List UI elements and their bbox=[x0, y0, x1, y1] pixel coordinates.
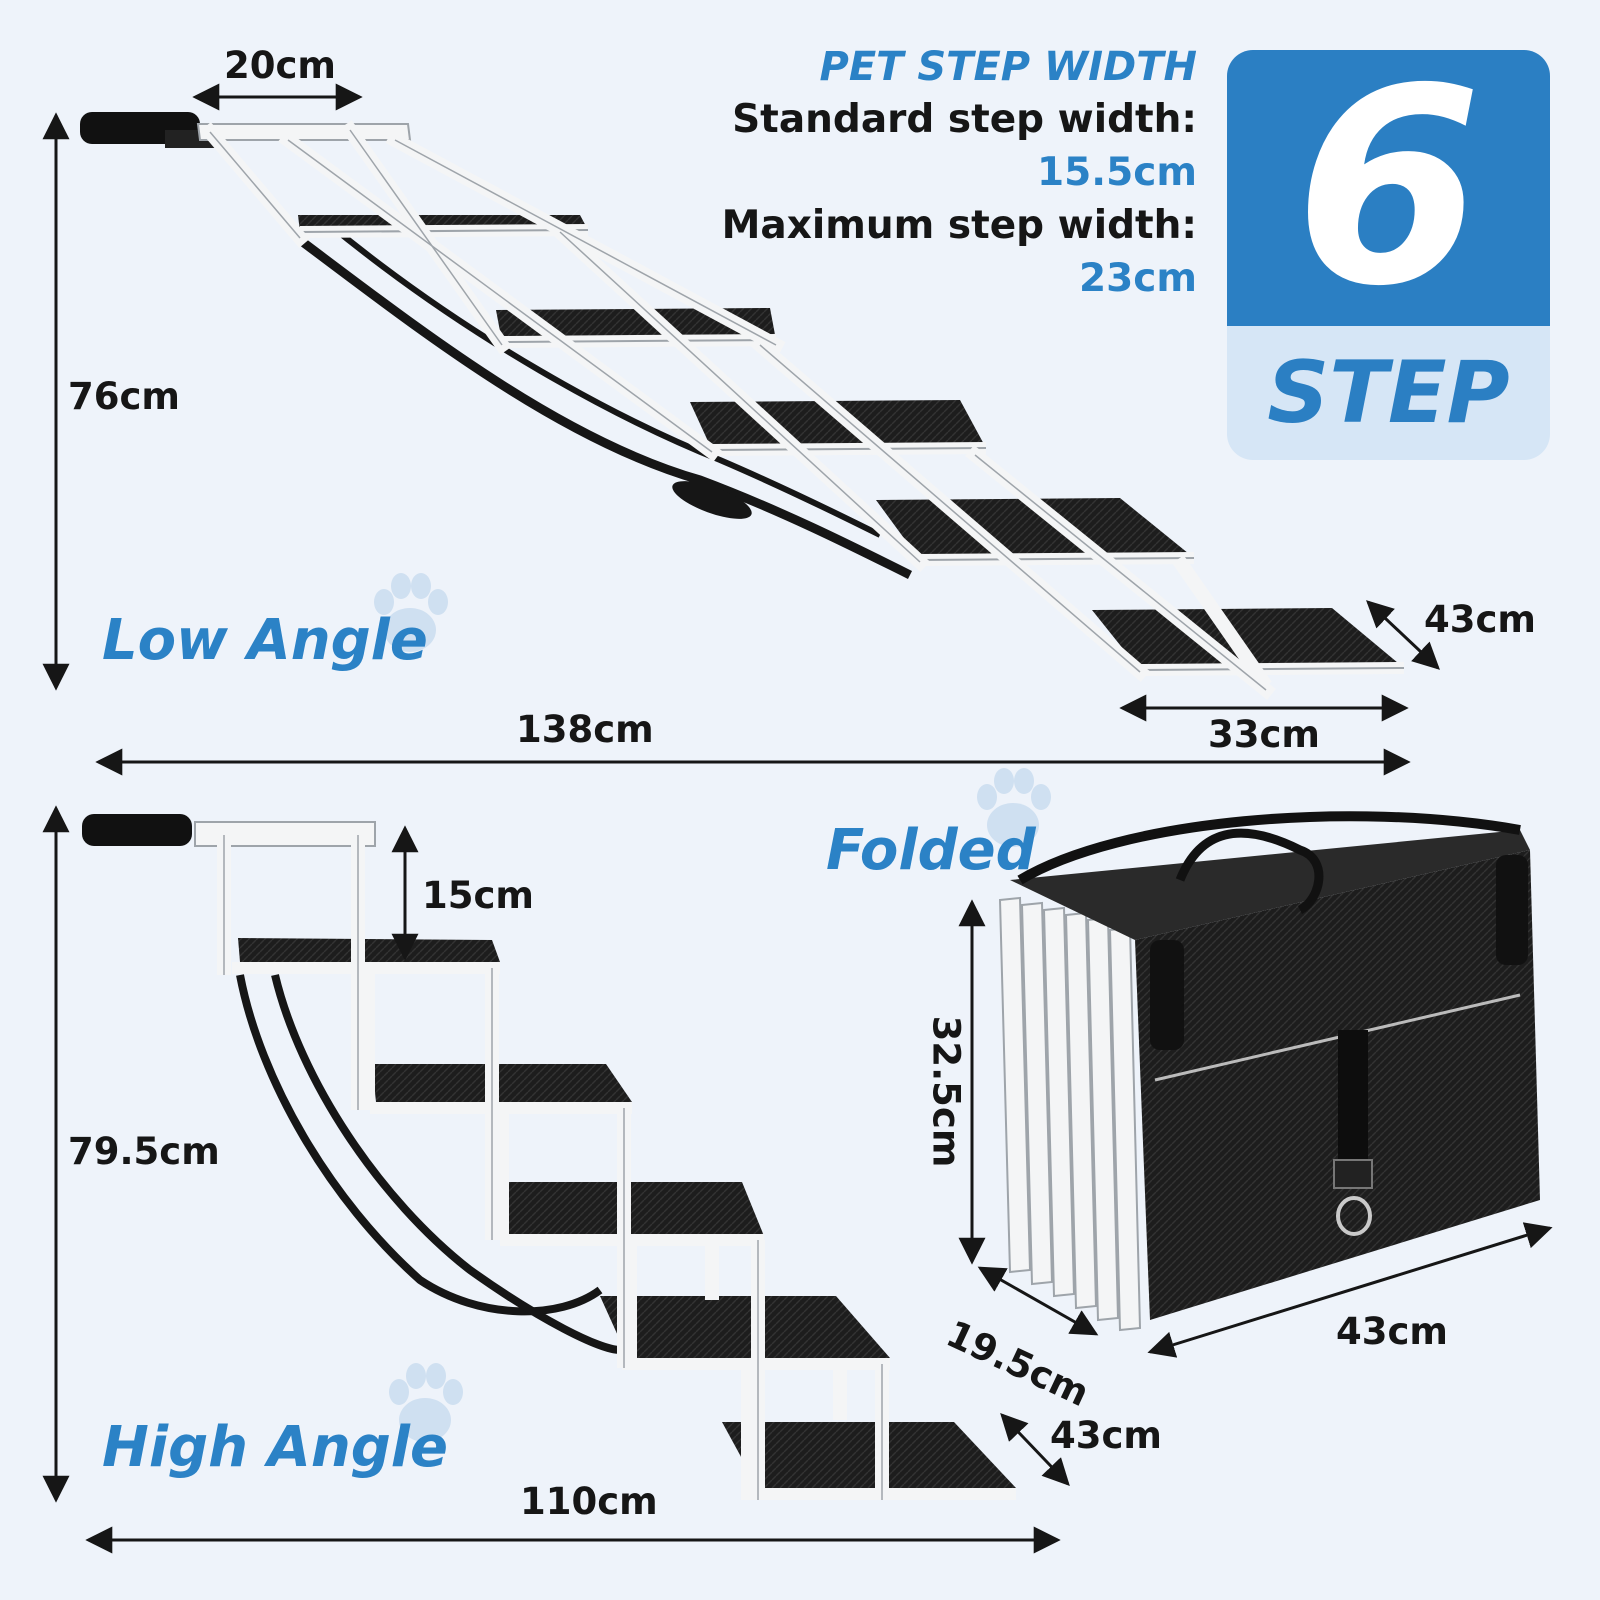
low-step-depth-label: 33cm bbox=[1208, 713, 1320, 756]
low-width-label: 43cm bbox=[1424, 598, 1536, 641]
high-step-rise-label: 15cm bbox=[422, 874, 534, 917]
high-height-label: 79.5cm bbox=[68, 1130, 220, 1173]
standard-width-label: Standard step width: bbox=[732, 97, 1197, 142]
folded-width-label: 43cm bbox=[1336, 1310, 1448, 1353]
badge-number: 6 bbox=[1294, 50, 1483, 345]
low-angle-stairs bbox=[80, 112, 1405, 700]
low-height-label: 76cm bbox=[68, 375, 180, 418]
standard-width-value: 15.5cm bbox=[1037, 150, 1197, 195]
high-angle-title: High Angle bbox=[102, 1415, 448, 1480]
low-length-label: 138cm bbox=[516, 708, 654, 751]
low-top-width-label: 20cm bbox=[224, 44, 336, 87]
high-length-label: 110cm bbox=[520, 1480, 658, 1523]
maximum-width-value: 23cm bbox=[1078, 256, 1197, 301]
high-width-label: 43cm bbox=[1050, 1414, 1162, 1457]
folded-height-label: 32.5cm bbox=[924, 1015, 968, 1168]
badge-word: STEP bbox=[1267, 343, 1510, 443]
dimension-arrows bbox=[42, 83, 1553, 1554]
step-count-badge: 6 STEP bbox=[1227, 50, 1550, 460]
spec-heading: PET STEP WIDTH bbox=[819, 44, 1197, 90]
badge-bottom-panel bbox=[1227, 326, 1550, 460]
badge-top-panel bbox=[1227, 50, 1550, 326]
low-angle-title: Low Angle bbox=[102, 608, 428, 673]
maximum-width-label: Maximum step width: bbox=[721, 203, 1197, 248]
folded-stairs bbox=[998, 811, 1540, 1332]
folded-title: Folded bbox=[826, 818, 1036, 883]
high-angle-stairs bbox=[82, 814, 1016, 1500]
